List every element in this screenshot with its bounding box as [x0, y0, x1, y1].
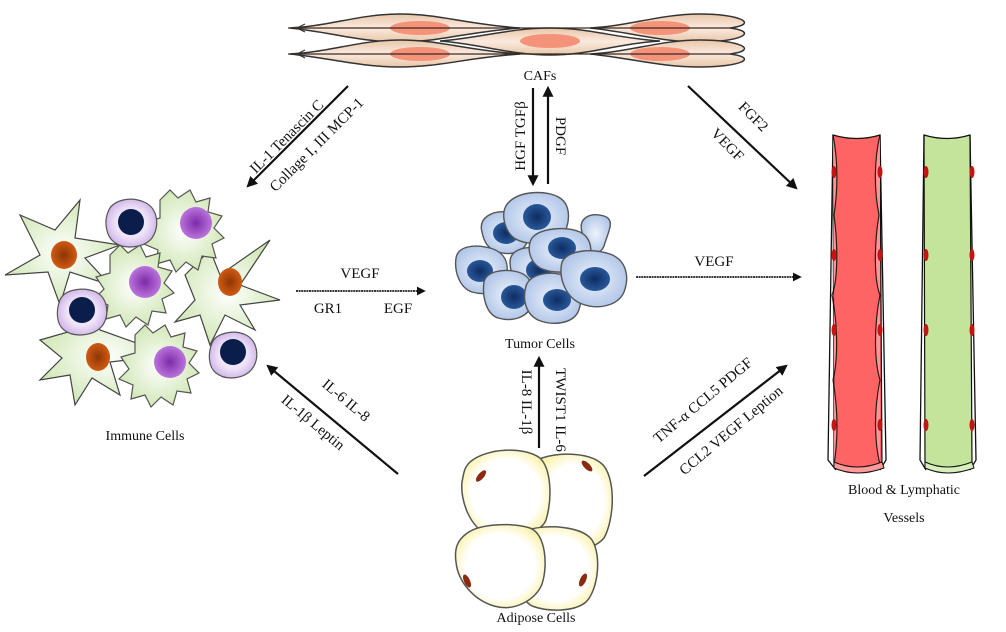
caf-cluster — [288, 13, 746, 68]
arrow-label-upper: VEGF — [694, 254, 733, 270]
tumor-cell — [560, 250, 628, 308]
arrow-cafs-to-immune: IL-1 Tenascin C Collage I, III MCP-1 — [246, 85, 367, 195]
lymphocyte-cell — [105, 198, 158, 248]
dendritic-cell — [4, 198, 123, 307]
arrow-line — [246, 85, 349, 188]
arrow-cafs-to-vessels: FGF2 VEGF — [687, 85, 798, 190]
arrow-line — [266, 364, 399, 475]
arrow-label-lower: VEGF — [707, 126, 746, 165]
arrow-label-lower: CCL2 VEGF Leption — [677, 383, 787, 479]
arrow-adipose-to-vessels: TNF-α CCL5 PDGF CCL2 VEGF Leption — [643, 355, 788, 479]
arrow-adipose-to-immune: IL-6 IL-8 IL-1β Leptin — [266, 364, 399, 475]
lymphocyte-cell — [208, 331, 258, 379]
arrow-label-upper: VEGF — [340, 266, 379, 282]
arrow-label-upper: IL-6 IL-8 — [319, 376, 373, 425]
blood-vessel — [827, 134, 887, 474]
arrow-tumor-to-cafs: PDGF — [542, 85, 568, 184]
immune-cells-label: Immune Cells — [106, 429, 185, 444]
immune-cluster — [4, 189, 281, 409]
arrow-label: HGF TGFβ — [513, 101, 529, 170]
arrow-cafs-to-tumor: HGF TGFβ — [513, 88, 539, 187]
lymphatic-vessel — [919, 134, 977, 474]
tumor-cells-label: Tumor Cells — [505, 337, 575, 352]
arrow-label-upper: FGF2 — [735, 99, 771, 135]
caf-nucleus — [520, 34, 580, 48]
dendritic-cell — [173, 239, 281, 347]
arrow-line — [687, 85, 798, 190]
macrophage-cell — [92, 244, 176, 329]
adipose-cells-label: Adipose Cells — [497, 611, 576, 626]
cafs-label: CAFs — [524, 69, 557, 84]
arrow-adipose-to-tumor: IL-8 IL-1β TWIST1 IL-6 — [518, 355, 568, 452]
caf-cell — [439, 27, 661, 56]
adipose-cluster — [454, 449, 613, 611]
arrow-label-lower-right: EGF — [384, 301, 412, 317]
macrophage-cell — [117, 324, 201, 409]
arrow-immune-to-tumor: VEGF GR1 EGF — [296, 266, 426, 317]
arrow-label-left: IL-8 IL-1β — [518, 370, 534, 435]
vessels-label-line1: Blood & Lymphatic — [848, 483, 960, 498]
arrow-label: PDGF — [552, 117, 568, 155]
arrow-tumor-to-vessels: VEGF — [636, 254, 802, 282]
lymphocyte-cell — [56, 288, 108, 336]
arrow-label-right: TWIST1 IL-6 — [552, 368, 568, 452]
vessels-label-line2: Vessels — [883, 511, 924, 526]
arrow-line — [643, 364, 788, 477]
arrow-label-lower-left: GR1 — [314, 301, 342, 317]
macrophage-cell — [142, 189, 226, 274]
tumor-cluster — [454, 191, 628, 324]
adipocyte — [454, 523, 546, 609]
tumor-cell — [482, 269, 535, 321]
adipocyte — [461, 449, 551, 538]
